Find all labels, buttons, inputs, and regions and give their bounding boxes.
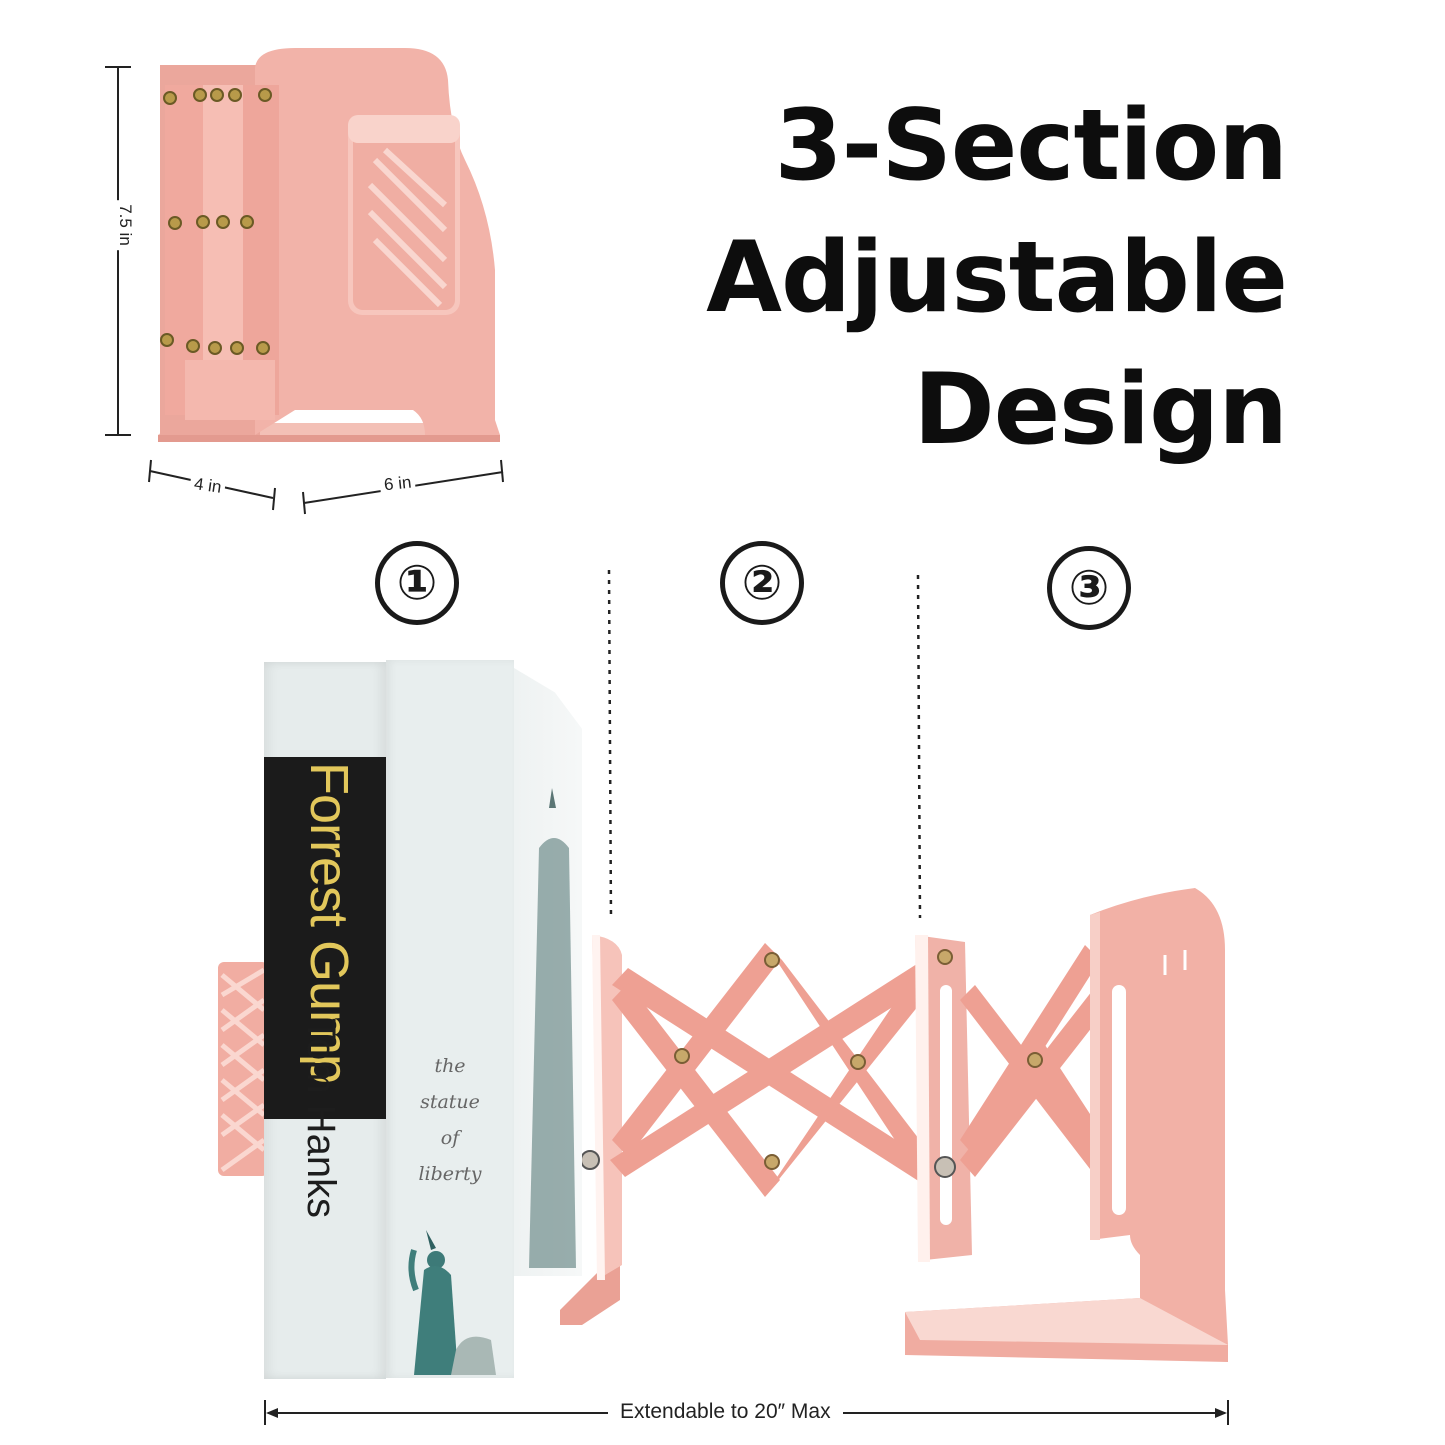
headline-line-1: 3-Section: [774, 89, 1288, 203]
book-statue-of-liberty: the statue of liberty: [386, 660, 514, 1378]
collapsed-bookend-illustration: [105, 48, 504, 515]
section-2-marker: ②: [720, 541, 804, 625]
statue-of-liberty-image: [408, 1230, 496, 1375]
extension-caption: Extendable to 20″ Max: [608, 1400, 843, 1424]
section-1-marker: ①: [375, 541, 459, 625]
book-forrest-gump: Forrest Gump: [264, 662, 386, 1379]
divider-1-2: [607, 569, 613, 921]
headline: 3-Section Adjustable Design: [647, 80, 1288, 476]
left-pen-holder: [218, 962, 268, 1176]
middle-plate: [915, 935, 972, 1262]
book-title-band: [264, 757, 386, 1119]
height-dimension-line: [105, 66, 131, 436]
headline-line-2: Adjustable: [706, 221, 1288, 335]
headline-line-3: Design: [913, 353, 1288, 467]
book-liberty-line-4: liberty: [418, 1163, 482, 1185]
book-liberty-cover: [514, 668, 582, 1276]
scissor-mechanism-section-2: [610, 943, 935, 1197]
book-author-text: Tom Hanks: [299, 1018, 343, 1219]
section-3-marker: ③: [1047, 546, 1131, 630]
book-liberty-line-3: of: [440, 1127, 460, 1149]
scissor-pins-section-2: [674, 952, 866, 1170]
book-liberty-spine-text: the statue of liberty: [386, 1048, 514, 1192]
divider-2-3: [916, 574, 922, 919]
right-bookend: [905, 888, 1228, 1362]
book-liberty-line-2: statue: [420, 1091, 480, 1113]
book-forrest-gump-title: Forrest Gump: [299, 762, 359, 1084]
bookend-base: [158, 435, 500, 442]
pen-holder: [348, 115, 460, 315]
collapsed-scissor-arms: [160, 85, 279, 420]
statue-cover-image: [529, 788, 576, 1268]
book-liberty-line-1: the: [434, 1055, 466, 1077]
